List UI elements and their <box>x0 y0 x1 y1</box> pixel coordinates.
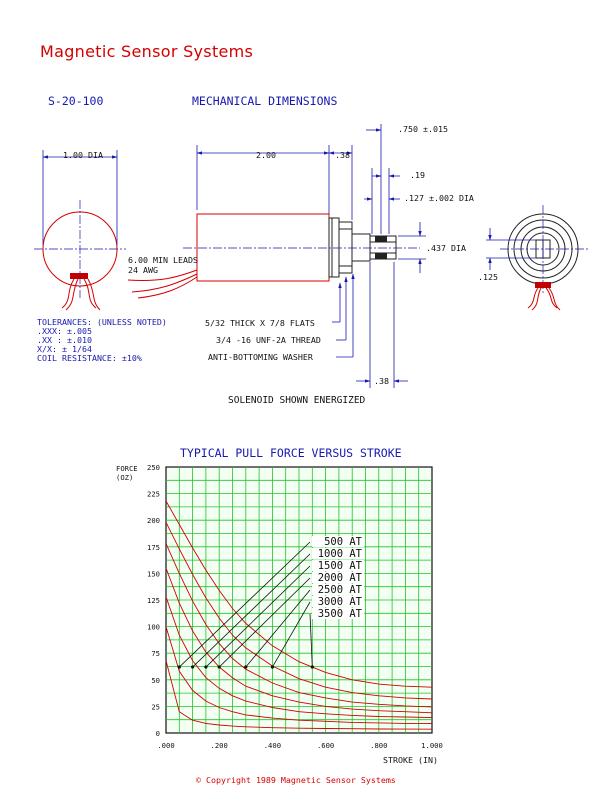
leader-dot <box>244 665 248 669</box>
series-curve-1500-at <box>165 596 433 719</box>
side-view <box>127 124 426 388</box>
dim-0-19: .19 <box>410 170 425 180</box>
dim-0-38-bottom: .38 <box>374 376 389 386</box>
series-curve-3000-at <box>165 522 433 700</box>
y-tick-label: 75 <box>151 649 160 658</box>
y-tick-label: 200 <box>147 516 160 525</box>
y-tick-label: 50 <box>151 676 160 685</box>
callout-thread: 3/4 -16 UNF-2A THREAD <box>216 335 321 345</box>
x-tick-label: .200 <box>211 741 228 750</box>
legend-label-bg <box>312 536 364 547</box>
legend-label-bg <box>312 596 364 607</box>
chart-grid <box>165 466 433 734</box>
x-tick-label: 1.000 <box>421 741 443 750</box>
end-view-right <box>486 205 588 311</box>
tolerance-line-3: .XX : ±.010 <box>37 335 92 345</box>
end-view-left <box>34 150 126 311</box>
dim-1-00-dia: 1.00 DIA <box>63 150 103 160</box>
y-tick-label: 25 <box>151 702 160 711</box>
chart-xlabel: STROKE (IN) <box>383 755 438 765</box>
callout-washer: ANTI-BOTTOMING WASHER <box>208 352 313 362</box>
series-curve-2500-at <box>165 543 433 708</box>
series-curve-2000-at <box>165 567 433 714</box>
dim-0-750: .750 ±.015 <box>398 124 448 134</box>
leader-line <box>309 613 313 668</box>
legend-label: 3500 AT <box>318 608 363 620</box>
x-tick-label: .600 <box>317 741 334 750</box>
leader-line <box>245 589 311 668</box>
legend-label-bg <box>312 608 364 619</box>
leader-dot <box>177 665 181 669</box>
legend-label-bg <box>312 548 364 559</box>
leader-dot <box>204 665 208 669</box>
dim-0-125: .125 <box>478 272 498 282</box>
tolerance-line-4: X/X: ± 1/64 <box>37 344 92 354</box>
dim-0-38-top: .38 <box>335 150 350 160</box>
y-tick-label: 100 <box>147 623 160 632</box>
legend-label: 3000 AT <box>318 596 363 608</box>
company-title: Magnetic Sensor Systems <box>40 42 253 61</box>
x-tick-label: .800 <box>370 741 387 750</box>
x-tick-label: .000 <box>157 741 174 750</box>
chart-title: TYPICAL PULL FORCE VERSUS STROKE <box>180 446 402 460</box>
tolerance-line-2: .XXX: ±.005 <box>37 326 92 336</box>
series-curve-500-at <box>165 660 433 730</box>
leader-line <box>179 541 311 668</box>
leader-dot <box>191 665 195 669</box>
tolerance-line-1: TOLERANCES: (UNLESS NOTED) <box>37 317 167 327</box>
legend-label-bg <box>312 584 364 595</box>
x-tick-label: .400 <box>264 741 281 750</box>
dim-0-127-dia: .127 ±.002 DIA <box>404 193 474 203</box>
leader-line <box>218 577 311 668</box>
leader-dot <box>217 665 221 669</box>
leader-line <box>272 601 311 668</box>
y-tick-label: 250 <box>147 463 160 472</box>
legend-label: 1500 AT <box>318 560 363 572</box>
energized-note: SOLENOID SHOWN ENERGIZED <box>228 395 366 406</box>
y-tick-label: 150 <box>147 569 160 578</box>
y-tick-label: 125 <box>147 596 160 605</box>
legend-label-bg <box>312 560 364 571</box>
chart-curves <box>165 500 433 730</box>
series-curve-3500-at <box>165 500 433 688</box>
y-tick-label: 0 <box>156 729 160 738</box>
part-number: S-20-100 <box>48 94 103 108</box>
dim-2-00: 2.00 <box>256 150 276 160</box>
chart-ylabel-1: FORCE <box>116 464 138 473</box>
chart-ylabel-2: (OZ) <box>116 473 133 482</box>
leader-dot <box>270 665 274 669</box>
tolerance-line-5: COIL RESISTANCE: ±10% <box>37 353 142 363</box>
dim-0-437-dia: .437 DIA <box>426 243 466 253</box>
leader-line <box>192 553 311 668</box>
series-curve-1000-at <box>165 626 433 725</box>
y-tick-label: 225 <box>147 490 160 499</box>
leads-label-line2: 24 AWG <box>128 265 158 275</box>
drawing-title: MECHANICAL DIMENSIONS <box>192 94 337 108</box>
copyright: © Copyright 1989 Magnetic Sensor Systems <box>196 775 396 785</box>
legend-label: 2000 AT <box>318 572 363 584</box>
y-tick-label: 175 <box>147 543 160 552</box>
legend-label-bg <box>312 572 364 583</box>
chart-ticks: 0 25 50 75 100 125 150 175 200 225 250 .000 .200 .400… <box>147 463 443 750</box>
legend-label: 500 AT <box>324 536 363 548</box>
leader-dot <box>310 665 314 669</box>
leads-label-line1: 6.00 MIN LEADS <box>128 255 198 265</box>
legend-label: 1000 AT <box>318 548 363 560</box>
legend-label: 2500 AT <box>318 584 363 596</box>
leader-line <box>205 565 311 668</box>
callout-flats: 5/32 THICK X 7/8 FLATS <box>205 318 315 328</box>
